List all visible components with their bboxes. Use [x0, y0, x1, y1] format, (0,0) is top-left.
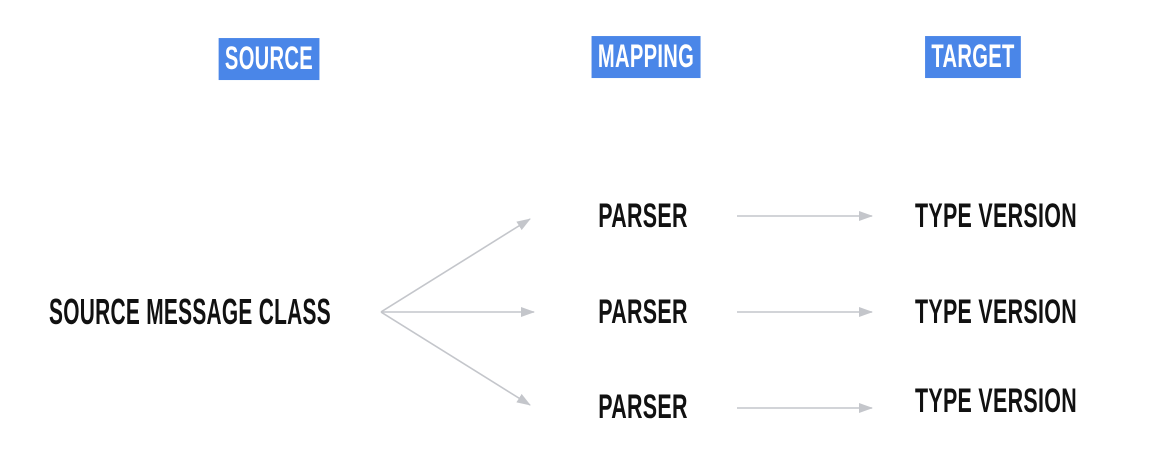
parser-label-3: PARSER	[598, 388, 688, 426]
parser-label-1: PARSER	[598, 197, 688, 235]
type-version-label-3: TYPE VERSION	[914, 382, 1078, 420]
column-header-mapping: MAPPING	[591, 36, 701, 78]
source-message-class-label: SOURCE MESSAGE CLASS	[49, 291, 331, 332]
fan-arrow-top	[380, 218, 531, 313]
type-version-label-2: TYPE VERSION	[914, 293, 1078, 331]
fan-arrow-bottom	[380, 311, 531, 406]
column-header-target: TARGET	[925, 36, 1021, 78]
parser-label-2: PARSER	[598, 293, 688, 331]
column-header-source: SOURCE	[218, 38, 320, 80]
type-version-label-1: TYPE VERSION	[914, 197, 1078, 235]
